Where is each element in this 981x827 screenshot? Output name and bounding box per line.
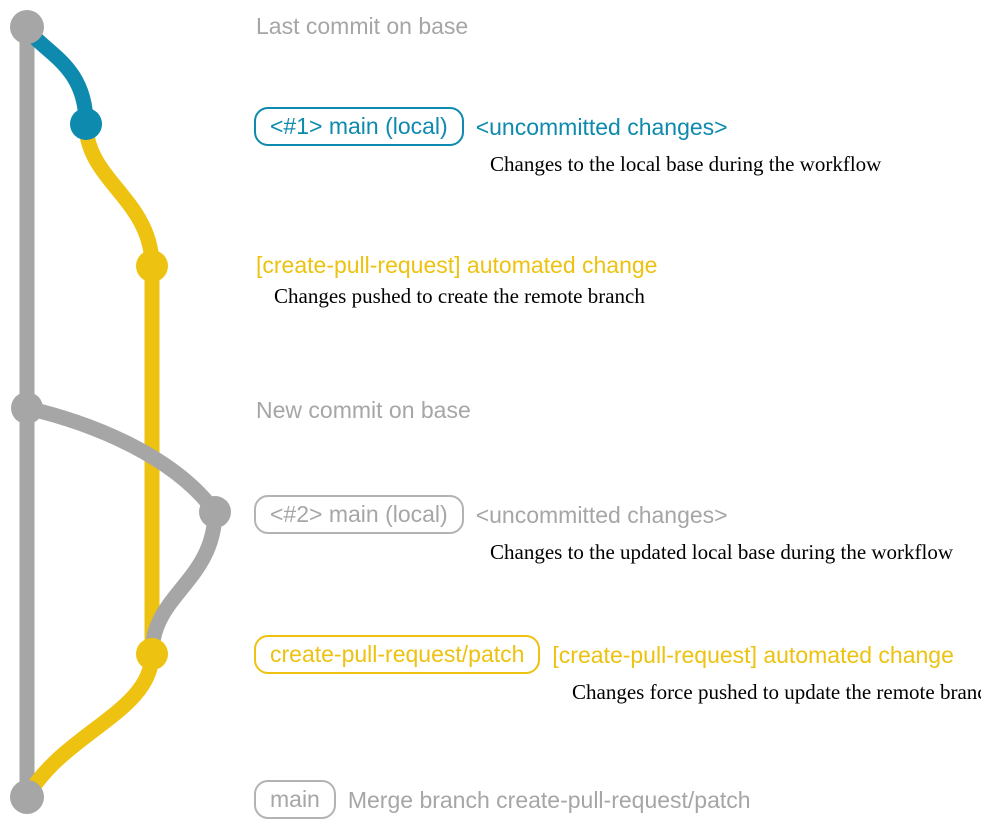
commit-description: Changes pushed to create the remote bran… [274,284,645,308]
commit-description: Changes to the updated local base during… [490,540,954,564]
ref-badge-main-local-2[interactable]: <#2> main (local) [254,495,464,534]
commit-node-remote-1[interactable] [136,250,168,282]
ref-badge-create-pull-request-patch[interactable]: create-pull-request/patch [254,635,541,674]
commit-message: [create-pull-request] automated change [552,641,954,668]
commit-message: Merge branch create-pull-request/patch [347,786,751,813]
entry-merge: main Merge branch create-pull-request/pa… [254,780,751,819]
commit-description: Changes force pushed to update the remot… [572,680,981,704]
commit-message: <uncommitted changes> [475,501,728,528]
commit-caption: Last commit on base [256,13,469,39]
commit-node-local-1[interactable] [70,108,102,140]
entry-header-row: main Merge branch create-pull-request/pa… [254,780,751,819]
commit-node-base-new[interactable] [11,392,43,424]
entry-remote-2: create-pull-request/patch [create-pull-r… [254,635,981,704]
edge-local-2-to-remote-2 [144,504,223,662]
ref-badge-main-local-1[interactable]: <#1> main (local) [254,107,464,146]
entry-remote-1: [create-pull-request] automated change C… [256,252,657,308]
entry-local-1: <#1> main (local) <uncommitted changes> … [254,107,881,176]
commit-node-base-merge[interactable] [10,780,44,814]
entry-header-row: <#1> main (local) <uncommitted changes> [254,107,881,146]
entry-new-commit-on-base: New commit on base [256,396,471,424]
commit-message: <uncommitted changes> [475,113,728,140]
entry-last-commit-on-base: Last commit on base [256,12,468,40]
ref-badge-main[interactable]: main [254,780,336,819]
edge-base-to-local-2 [19,400,223,520]
entry-local-2: <#2> main (local) <uncommitted changes> … [254,495,953,564]
commit-description: Changes to the local base during the wor… [490,152,882,176]
entry-header-row: <#2> main (local) <uncommitted changes> [254,495,953,534]
edge-remote-2-to-merge [19,646,160,805]
edge-local-1-to-remote-1 [78,116,160,274]
entry-header-row: create-pull-request/patch [create-pull-r… [254,635,981,674]
commit-node-base-last[interactable] [10,10,44,44]
commit-caption: New commit on base [256,397,471,423]
entry-header-row: [create-pull-request] automated change [256,252,657,278]
commit-node-remote-2[interactable] [136,638,168,670]
commit-node-local-2[interactable] [199,496,231,528]
commit-message: [create-pull-request] automated change [256,252,658,278]
